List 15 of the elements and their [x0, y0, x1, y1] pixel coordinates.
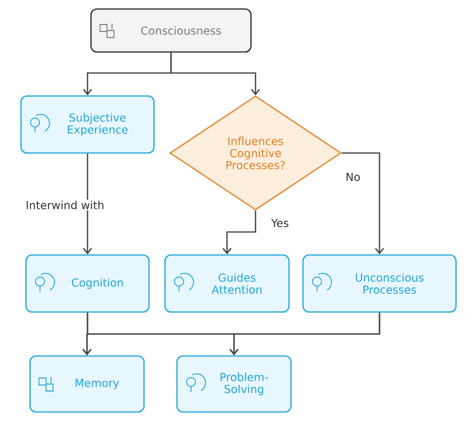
process-box: Memory: [29, 355, 145, 413]
arrow: [222, 210, 256, 254]
start-box: Consciousness: [90, 8, 252, 53]
edge-label: Yes: [270, 218, 290, 228]
edge-label: Interwind with: [24, 200, 106, 210]
process-box: Cognition: [25, 254, 150, 313]
edge-label: No: [344, 172, 362, 182]
arrow: [83, 154, 92, 254]
arrow: [170, 52, 260, 96]
process-box: Problem-Solving: [176, 355, 292, 413]
process-box: Subjective Experience: [20, 95, 155, 154]
arrow: [342, 152, 384, 254]
process-box: Unconscious Processes: [302, 254, 457, 313]
process-box: Guides Attention: [164, 254, 290, 313]
arrow: [230, 312, 380, 356]
